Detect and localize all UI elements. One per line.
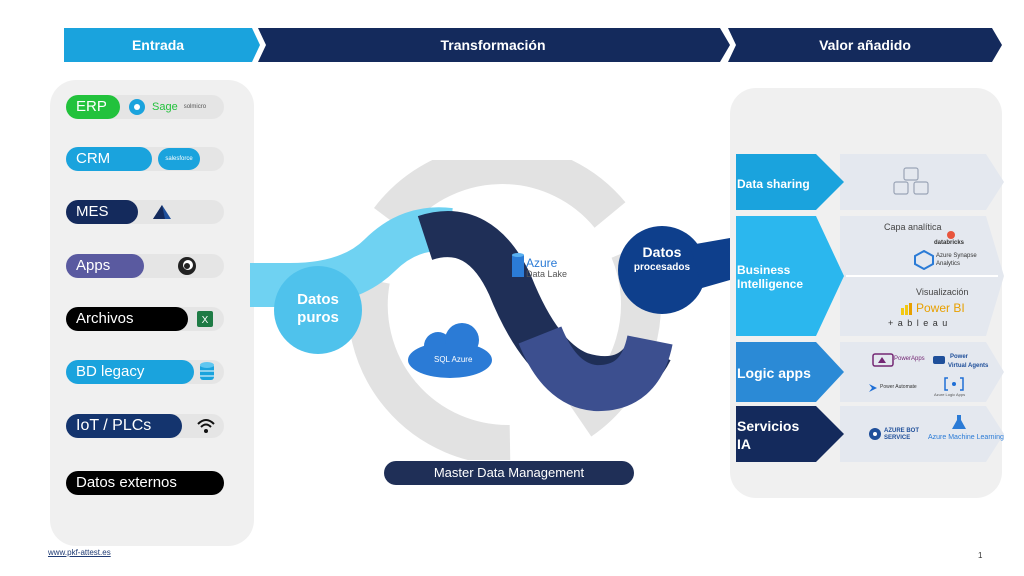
data-sharing-arrow [736, 154, 844, 210]
cycle-arrow-left [347, 276, 511, 460]
source-iot: IoT / PLCs [66, 414, 224, 438]
source-datos-externos-label: Datos externos [66, 471, 224, 495]
sage-logo: Sage [152, 101, 178, 113]
page-number: 1 [978, 551, 983, 560]
center-diagram [250, 160, 730, 460]
mes-triangle-icon [153, 205, 171, 219]
azure-ml-icon [952, 415, 966, 429]
source-crm: CRM salesforce [66, 147, 224, 171]
header-entrada-label: Entrada [131, 37, 185, 53]
crm-logos: salesforce [158, 147, 200, 171]
processed-data-arrow [690, 238, 730, 288]
header-valor-label: Valor añadido [819, 37, 911, 53]
datos-procesados-sub: procesados [633, 262, 691, 273]
apps-swirl-icon [178, 257, 196, 275]
databricks-label: databricks [934, 240, 965, 246]
bot-service-icon [869, 428, 881, 440]
source-iot-label: IoT / PLCs [66, 414, 182, 438]
data-sharing-icon [893, 167, 929, 195]
source-datos-externos: Datos externos [66, 471, 224, 495]
azure-data-lake-icon [512, 253, 524, 277]
bi-label: Business Intelligence [737, 263, 804, 291]
azure-lake-sub: Data Lake [526, 269, 568, 279]
ia-content-bg [840, 406, 1004, 462]
bd-logos [199, 360, 215, 384]
visualizacion-label: Visualización [916, 287, 969, 297]
azure-ml-label: Azure Machine Learning [928, 434, 1004, 441]
source-mes: MES [66, 200, 224, 224]
header-valor-arrow [728, 28, 1002, 62]
pva-icon [933, 356, 945, 364]
source-archivos: Archivos X [66, 307, 224, 331]
flow-mid [518, 325, 673, 412]
powerapps-label: PowerApps [894, 356, 925, 362]
source-apps-label: Apps [66, 254, 144, 278]
pva-label-1: Power [950, 354, 969, 360]
bot-service-label-2: SERVICE [884, 435, 911, 441]
salesforce-logo: salesforce [158, 148, 200, 170]
apps-logos [176, 254, 198, 278]
logic-apps-label: Logic apps [737, 365, 811, 381]
header-bar [64, 28, 1002, 62]
wifi-icon [197, 419, 215, 433]
azure-logic-apps-label: Azure Logic Apps [934, 392, 966, 397]
source-apps: Apps [66, 254, 224, 278]
header-transformacion-label: Transformación [440, 37, 546, 53]
source-erp: ERP Sage solmicro [66, 95, 224, 119]
azure-logic-apps-icon [944, 377, 964, 391]
svg-text:X: X [202, 315, 209, 326]
synapse-icon [914, 250, 934, 270]
footer-link[interactable]: www.pkf-attest.es [48, 548, 111, 557]
databricks-icon [947, 231, 955, 239]
pva-label-2: Virtual Agents [948, 363, 989, 369]
solmicro-logo: solmicro [183, 104, 207, 110]
bi-arrow [736, 216, 844, 336]
erp-gear-icon [129, 99, 145, 115]
servicios-ia-label: Servicios IA [737, 418, 800, 452]
powerapps-icon [872, 353, 894, 367]
powerbi-icon [901, 303, 912, 315]
capa-analitica-label: Capa analítica [884, 222, 942, 232]
data-sharing-label: Data sharing [737, 177, 810, 191]
sql-azure-cloud-icon [408, 323, 492, 378]
source-archivos-label: Archivos [66, 307, 188, 331]
source-mes-label: MES [66, 200, 138, 224]
synapse-label-2: Analytics [936, 261, 961, 267]
database-icon [200, 362, 214, 380]
source-erp-label: ERP [66, 95, 120, 119]
logic-apps-arrow [736, 342, 844, 402]
synapse-label-1: Azure Synapse [936, 253, 977, 259]
mdm-bar: Master Data Management [384, 461, 634, 485]
bot-service-label-1: AZURE BOT [884, 428, 919, 434]
archivos-logos: X [196, 307, 214, 331]
cycle-arrow-top [374, 160, 626, 233]
outputs-arrows [736, 154, 1004, 462]
source-bd-legacy-label: BD legacy [66, 360, 194, 384]
mes-logos [152, 200, 172, 224]
power-automate-label: Power Automate [880, 384, 917, 390]
sql-azure-label: SQL Azure [434, 355, 473, 364]
raw-data-flow [250, 207, 453, 307]
logic-content-bg [840, 342, 1004, 402]
azure-lake-title: Azure [526, 256, 558, 270]
datos-procesados-title: Datos [642, 244, 682, 260]
header-transformacion-arrow [258, 28, 730, 62]
raw-data-circle [274, 266, 362, 354]
header-entrada-arrow [64, 28, 260, 62]
tableau-label: + a b l e a u [888, 318, 949, 328]
excel-icon: X [197, 311, 213, 327]
source-crm-label: CRM [66, 147, 152, 171]
erp-logos: Sage solmicro [124, 95, 206, 119]
powerbi-label: Power BI [916, 301, 965, 315]
power-automate-icon [869, 384, 877, 392]
servicios-ia-arrow [736, 406, 844, 462]
datos-puros-label: Datos puros [297, 291, 339, 326]
source-bd-legacy: BD legacy [66, 360, 224, 384]
iot-logos [196, 414, 216, 438]
processed-data-circle [618, 226, 706, 314]
